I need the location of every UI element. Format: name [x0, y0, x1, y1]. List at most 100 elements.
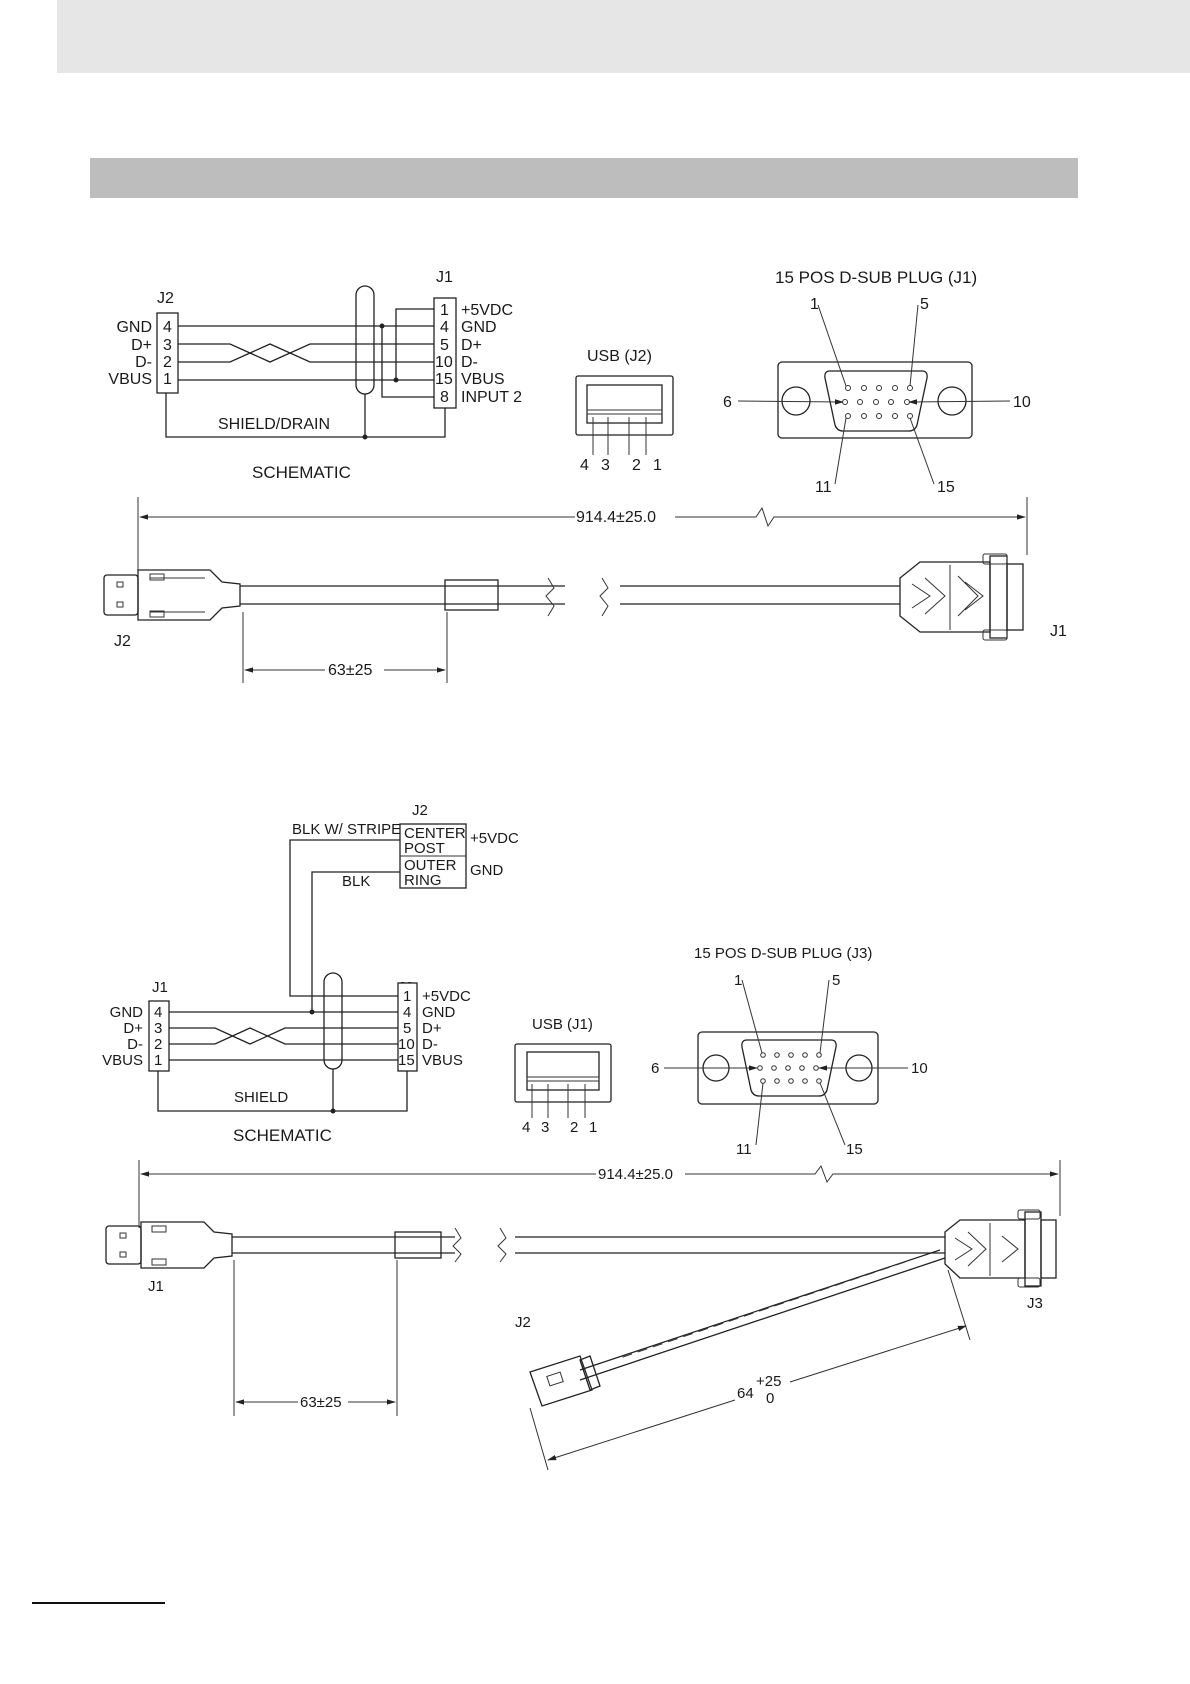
schematic-2: J2 CENTER POST OUTER RING +5VDC GND BLK … [102, 802, 519, 1145]
usb-pin-number: 1 [589, 1119, 597, 1136]
dsub-face-2: 15 POS D-SUB PLUG (J3) 1 5 6 10 11 15 [651, 945, 928, 1158]
j2-contact-label: RING [404, 872, 442, 889]
j2-pin-number: 3 [163, 337, 172, 354]
j1-signal-label: VBUS [461, 371, 505, 388]
dsub-pin-label: 11 [815, 479, 832, 496]
usb-pin-number: 4 [522, 1119, 530, 1136]
dsub-pin-label: 1 [810, 296, 819, 313]
wire-label: BLK W/ STRIPE [292, 821, 401, 838]
overall-length-dimension: 914.4±25.0 [576, 509, 656, 526]
dsub-face-1: 15 POS D-SUB PLUG (J1) 1 5 6 10 11 15 [723, 268, 1031, 496]
dsub-pin-label: 6 [723, 394, 732, 411]
j2-pin-number: 2 [163, 354, 172, 371]
footer-rule [32, 1602, 165, 1604]
j1-signal-label: D+ [461, 337, 482, 354]
j2-connector-label: J2 [412, 802, 428, 819]
j2-signal-label: D+ [131, 337, 152, 354]
j2-signal-label: +5VDC [470, 830, 519, 847]
schematic-2-wires [157, 839, 408, 1114]
j3-pin-number: 10 [398, 1036, 415, 1053]
dsub-pin-label: 15 [937, 479, 955, 496]
j2-pin-number: 1 [163, 371, 172, 388]
schematic-title: SCHEMATIC [252, 463, 351, 482]
j3-pin-number: 5 [403, 1020, 411, 1037]
usb-pin-number: 2 [570, 1119, 578, 1136]
j1-pin-number: 1 [154, 1052, 162, 1069]
j1-pin-number: 5 [440, 337, 449, 354]
schematic-title: SCHEMATIC [233, 1126, 332, 1145]
j2-contact-label: POST [404, 840, 445, 857]
dsub-pin-label: 5 [920, 296, 929, 313]
usb-face-title: USB (J2) [587, 348, 652, 365]
j2-signal-label: GND [470, 862, 504, 879]
j1-signal-label: D+ [123, 1020, 143, 1037]
j1-connector-label: J1 [152, 979, 168, 996]
branch-tolerance-lower: 0 [766, 1390, 774, 1407]
j1-signal-label: VBUS [102, 1052, 143, 1069]
j3-pin-number: 15 [398, 1052, 415, 1069]
usb-pin-number: 3 [541, 1119, 549, 1136]
usb-a-plug [103, 574, 139, 616]
j2-contact-label: CENTER [404, 825, 466, 842]
short-length-dimension: 63±25 [300, 1394, 342, 1411]
j2-barrel-plug [529, 1355, 593, 1407]
j3-pin-number: 4 [403, 1004, 411, 1021]
j2-barrel-strain [579, 1355, 601, 1391]
j2-signal-label: D- [135, 354, 152, 371]
section-title-bar [90, 158, 1078, 198]
j1-signal-label: INPUT 2 [461, 389, 522, 406]
overall-length-dimension: 914.4±25.0 [598, 1166, 673, 1183]
j2-connector-label: J2 [157, 290, 174, 307]
dsub-pin-label: 15 [846, 1141, 863, 1158]
cable-end-label: J1 [1050, 623, 1067, 640]
usb-pin-number: 3 [601, 457, 610, 474]
j1-pin-number: 4 [154, 1004, 162, 1021]
cable-end-label: J1 [148, 1278, 164, 1295]
ferrite-sleeve [394, 1231, 442, 1259]
j1-signal-label: D- [461, 354, 478, 371]
j2-pin-number: 4 [163, 319, 172, 336]
usb-a-plug [105, 1225, 142, 1265]
j1-pin-number: 2 [154, 1036, 162, 1053]
dsub-flange [1024, 1211, 1042, 1287]
schematic-1-wires [165, 285, 446, 440]
branch-length-dimension: 64 [737, 1385, 754, 1402]
dsub-pin-label: 1 [734, 972, 742, 989]
dsub-pin-label: 10 [911, 1060, 928, 1077]
cable-end-label: J2 [515, 1314, 531, 1331]
shield-label: SHIELD/DRAIN [218, 416, 330, 433]
usb-overmold [140, 1221, 233, 1269]
branch-tolerance-upper: +25 [756, 1373, 781, 1390]
usb-face-title: USB (J1) [532, 1016, 593, 1033]
j2-signal-label: GND [116, 319, 152, 336]
wire-label: BLK [342, 873, 370, 890]
j1-signal-label: GND [110, 1004, 144, 1021]
schematic-1: J2 4 3 2 1 GND D+ D- VBUS J1 1 4 5 10 15… [108, 269, 522, 482]
dsub-backshell [944, 1219, 1026, 1279]
j1-pin-number: 10 [435, 354, 453, 371]
dsub-pin-label: 6 [651, 1060, 659, 1077]
ferrite-sleeve [444, 579, 499, 611]
short-length-dimension: 63±25 [328, 662, 372, 679]
dsub-pin-label: 11 [736, 1141, 752, 1158]
j2-contact-label: OUTER [404, 857, 457, 874]
j3-signal-label: VBUS [422, 1052, 463, 1069]
j1-signal-label: GND [461, 319, 497, 336]
dsub-pin-dots [757, 1052, 822, 1084]
j1-pin-number: 3 [154, 1020, 162, 1037]
dsub-pin-label: 10 [1013, 394, 1031, 411]
j1-pin-number: 15 [435, 371, 453, 388]
j3-signal-label: D- [422, 1036, 438, 1053]
dsub-face-title: 15 POS D-SUB PLUG (J3) [694, 945, 872, 962]
j3-signal-label: D+ [422, 1020, 442, 1037]
j3-pin-number: 1 [403, 988, 411, 1005]
j1-pin-number: 1 [440, 302, 449, 319]
j3-signal-label: GND [422, 1004, 456, 1021]
shield-label: SHIELD [234, 1089, 288, 1106]
dsub-flange [989, 555, 1008, 639]
j3-signal-label: +5VDC [422, 988, 471, 1005]
cable-assembly-1: 914.4±25.0 63±25 J2 J1 [103, 497, 1067, 683]
dsub-face-title: 15 POS D-SUB PLUG (J1) [775, 268, 977, 287]
cable-assembly-2: 914.4±25.0 63±25 [105, 1160, 1061, 1471]
